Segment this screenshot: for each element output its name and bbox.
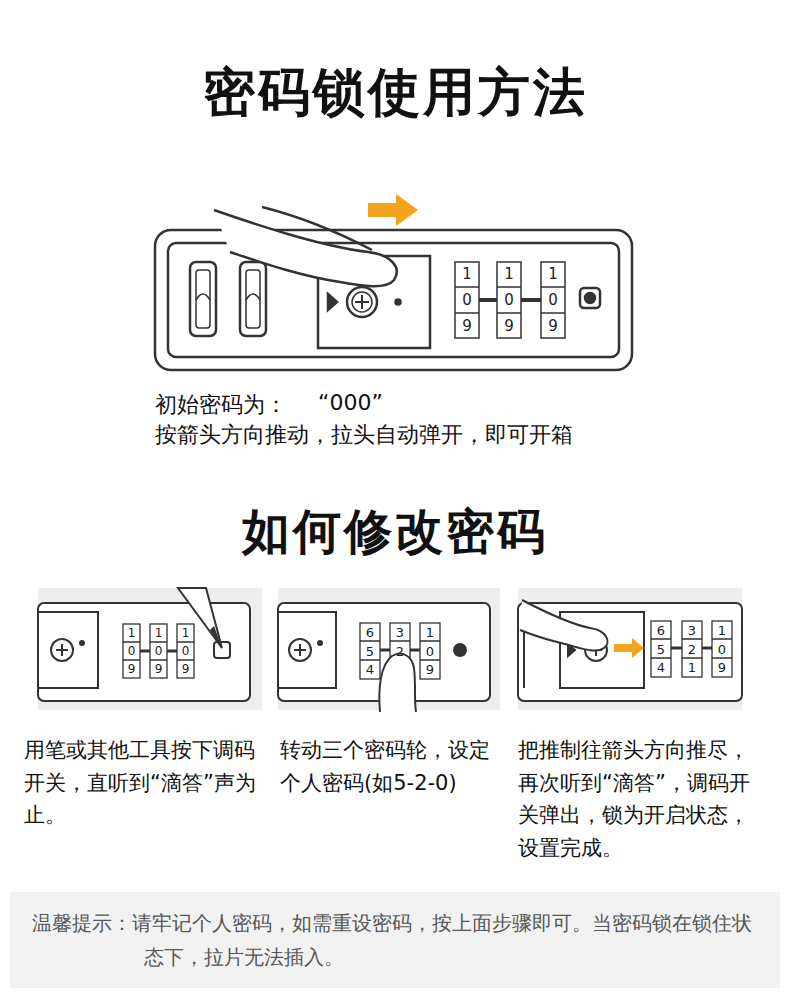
wheel-digit: 9 [182, 663, 190, 675]
wheel-digit: 0 [155, 645, 163, 657]
wheel-digit: 6 [657, 624, 665, 637]
pen [178, 588, 222, 648]
step-text: 把推制往箭头方向推尽，再次听到“滴答”，调码开关弹出，锁为开启状态，设置完成。 [518, 734, 768, 864]
wheel-digit: 4 [366, 663, 374, 676]
wheel-digit: 9 [718, 661, 726, 674]
wheel-digit: 9 [504, 319, 514, 334]
wheel-digit: 3 [688, 624, 696, 637]
wheel-digit: 1 [504, 267, 514, 282]
wheel-digit: 1 [182, 627, 190, 639]
caption: 初始密码为： [155, 390, 287, 420]
wheel-digit: 9 [426, 663, 434, 676]
panel-bg [38, 588, 262, 710]
step-text: 用笔或其他工具按下调码开关，直听到“滴答”声为止。 [24, 734, 260, 832]
push-arrow [368, 194, 418, 226]
panel-bg [518, 588, 742, 710]
wheel-digit: 9 [548, 319, 558, 334]
wheel-digit: 0 [462, 293, 472, 308]
wheel-digit: 0 [426, 644, 434, 657]
lock-top [155, 230, 632, 370]
wheel-digit: 0 [718, 642, 726, 655]
wheel-digit: 2 [688, 642, 696, 655]
wheel-digit: 9 [155, 663, 163, 675]
wheel-digit: 3 [396, 626, 404, 639]
wheel-digit: 9 [128, 663, 136, 675]
section-heading: 如何修改密码 [0, 500, 790, 564]
wheel-digit: 2 [396, 644, 404, 657]
finger [379, 654, 416, 712]
wheel-digit: 0 [128, 645, 136, 657]
wheel-digit: 1 [718, 624, 726, 637]
wheel-digit: 1 [462, 267, 472, 282]
tip-text: 温馨提示：请牢记个人密码，如需重设密码，按上面步骤即可。当密码锁在锁住状态下，拉… [32, 906, 756, 974]
caption-code: “000” [318, 390, 383, 415]
wheel-digit: 1 [688, 661, 696, 674]
wheel-digit: 1 [128, 627, 136, 639]
wheel-digit: 5 [366, 644, 374, 657]
push-arrow [614, 638, 644, 658]
wheel-digit: 9 [462, 319, 472, 334]
wheel-digit: 6 [366, 626, 374, 639]
wheel-digit: 1 [155, 627, 163, 639]
wheel-digit: 4 [657, 661, 665, 674]
tip-band: 温馨提示：请牢记个人密码，如需重设密码，按上面步骤即可。当密码锁在锁住状态下，拉… [10, 892, 780, 988]
wheel-digit: 1 [426, 626, 434, 639]
wheel-digit: 0 [504, 293, 514, 308]
wheel-digit: 0 [548, 293, 558, 308]
wheel-digit: 5 [657, 642, 665, 655]
caption: 按箭头方向推动，拉头自动弹开，即可开箱 [155, 420, 715, 450]
page-title: 密码锁使用方法 [0, 58, 790, 128]
wheel-digit: 0 [182, 645, 190, 657]
step-text: 转动三个密码轮，设定个人密码(如5-2-0) [280, 734, 498, 799]
wheel-digit: 1 [548, 267, 558, 282]
finger [520, 600, 608, 651]
